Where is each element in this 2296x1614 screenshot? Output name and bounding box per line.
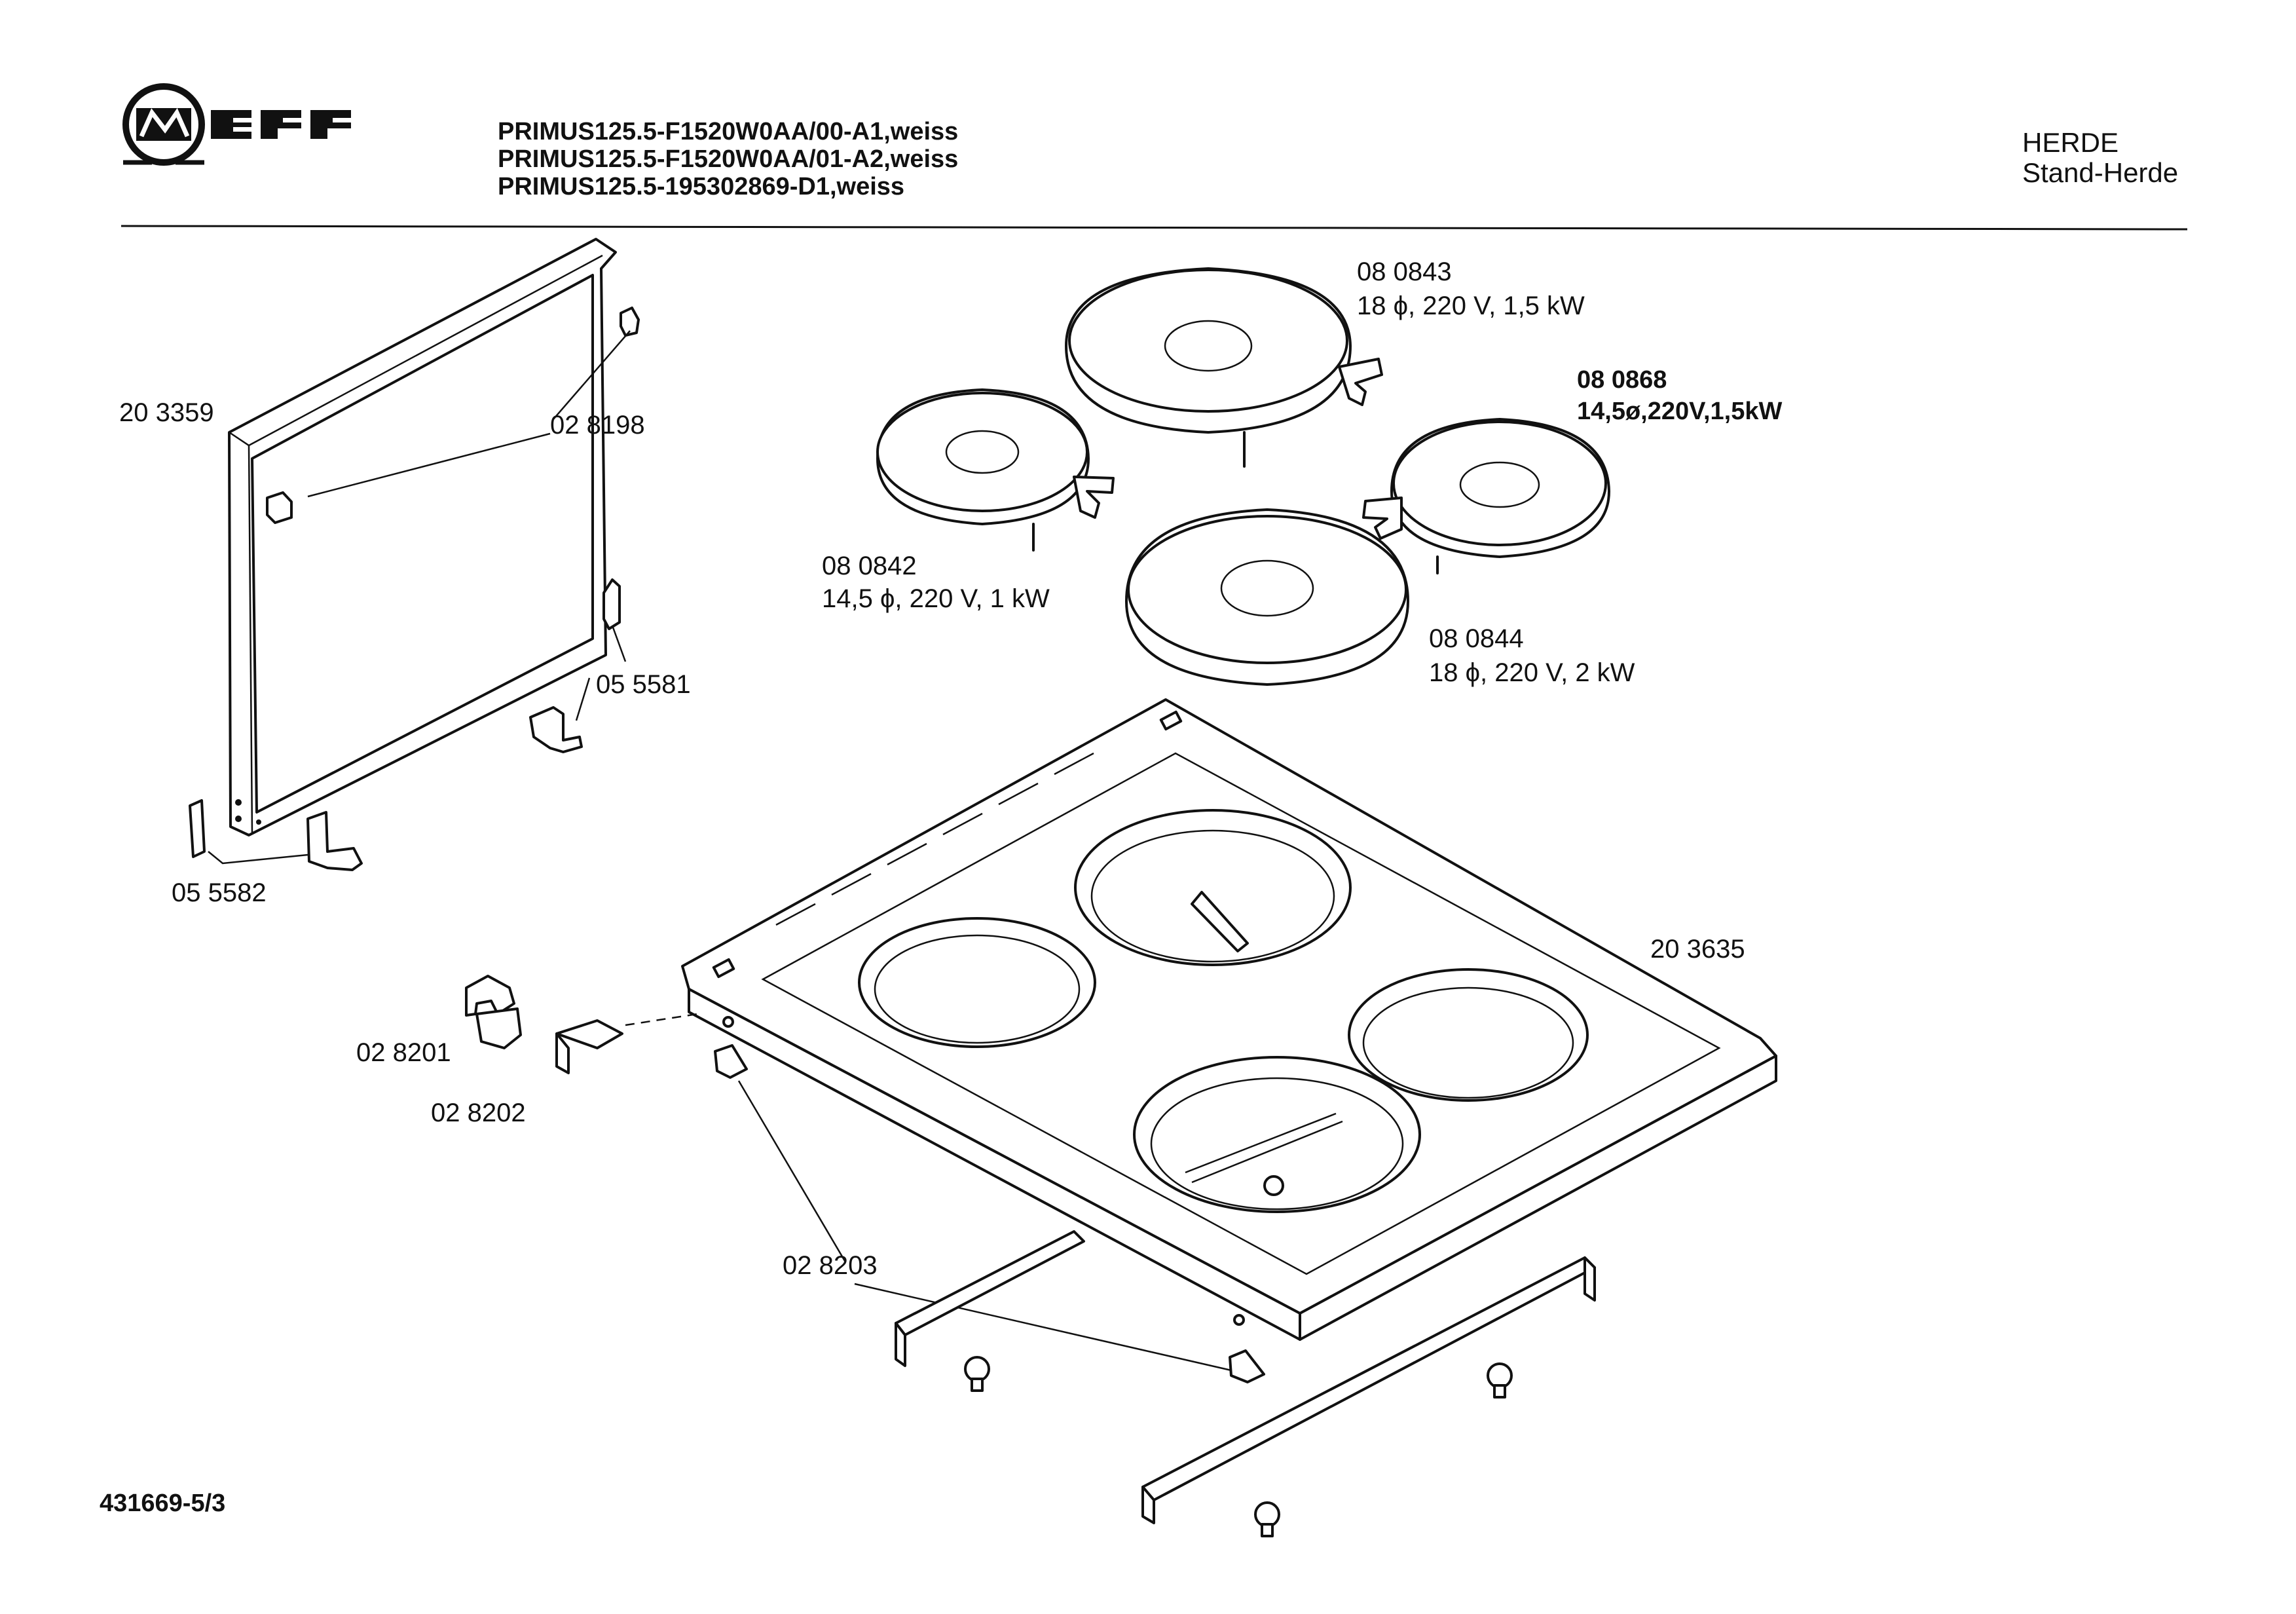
model-line-3: PRIMUS125.5-195302869-D1,weiss	[498, 173, 904, 200]
part-label-080844: 08 0844	[1429, 624, 1524, 653]
part-label-080868: 08 0868	[1577, 366, 1667, 394]
model-line-2: PRIMUS125.5-F1520W0AA/01-A2,weiss	[498, 145, 958, 173]
model-line-1: PRIMUS125.5-F1520W0AA/00-A1,weiss	[498, 118, 958, 145]
frame-clip-icon	[266, 307, 640, 630]
category-title: HERDE	[2022, 127, 2119, 158]
subcategory-title: Stand-Herde	[2022, 157, 2178, 188]
part-label-203635: 20 3635	[1650, 935, 1745, 964]
hotplate-icon	[1065, 267, 1383, 468]
door-frame	[228, 238, 617, 836]
hotplate-icon	[1362, 418, 1610, 574]
mounting-rail-icon	[895, 1230, 1596, 1524]
part-spec-080843: 18 ϕ, 220 V, 1,5 kW	[1357, 291, 1585, 320]
part-label-055582: 05 5582	[172, 878, 267, 907]
hinge-bracket-icon	[189, 706, 583, 871]
part-spec-080844: 18 ϕ, 220 V, 2 kW	[1429, 658, 1635, 687]
hotplate-icon	[876, 388, 1115, 552]
part-label-080843: 08 0843	[1357, 257, 1452, 286]
part-label-028201: 02 8201	[356, 1038, 451, 1067]
cooktop-frame-icon	[681, 698, 1777, 1341]
part-label-028202: 02 8202	[431, 1098, 526, 1127]
part-spec-080842: 14,5 ϕ, 220 V, 1 kW	[822, 584, 1050, 613]
part-spec-080868: 14,5ø,220V,1,5kW	[1577, 398, 1783, 425]
clip-bracket-icon	[465, 975, 1265, 1383]
document-number: 431669-5/3	[100, 1490, 225, 1517]
part-label-080842: 08 0842	[822, 552, 917, 580]
neff-logo	[122, 83, 352, 166]
hotplate-icon	[1125, 508, 1409, 686]
part-label-028198: 02 8198	[550, 411, 645, 440]
screw-icon	[964, 1356, 1513, 1537]
part-label-055581: 05 5581	[596, 670, 691, 699]
header-rule	[120, 225, 2188, 231]
part-label-203359: 20 3359	[119, 398, 214, 427]
part-label-028203: 02 8203	[783, 1251, 878, 1280]
